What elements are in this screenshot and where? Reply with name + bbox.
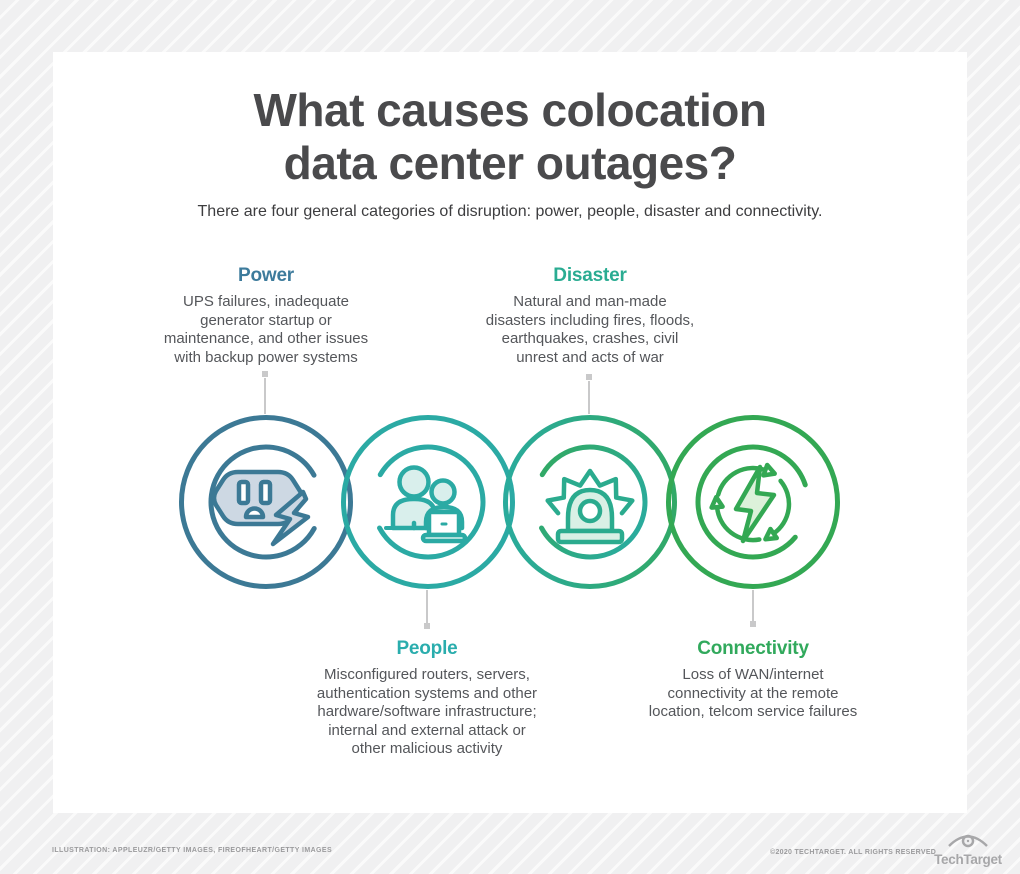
techtarget-logo: TechTarget [934,829,1002,867]
content-card [53,52,967,813]
category-heading-disaster: Disaster [553,265,627,286]
power-inner-arc [208,444,324,560]
connectivity-outer-ring [666,415,840,589]
people-outer-ring [341,415,515,589]
category-heading-people: People [396,638,458,659]
category-heading-connectivity: Connectivity [697,638,809,659]
connector-dot-connectivity [750,621,756,627]
power-outer-ring [179,415,353,589]
people-laptop-icon [384,465,468,544]
eye-icon [948,834,988,848]
page-subtitle: There are four general categories of dis… [197,203,823,220]
disaster-circle [503,415,677,589]
techtarget-wordmark: TechTarget [934,852,1002,867]
connector-line-people [426,590,428,623]
category-heading-power: Power [237,265,295,286]
siren-icon [545,468,635,545]
category-description-connectivity: Loss of WAN/internet connectivity at the… [648,666,858,720]
page-title: What causes colocation data center outag… [253,84,767,189]
category-description-disaster: Natural and man-made disasters including… [485,293,695,366]
category-description-power: UPS failures, inadequate generator start… [163,293,369,366]
people-inner-arc [370,444,486,560]
category-description-people: Misconfigured routers, servers, authenti… [316,666,538,757]
people-circle [341,415,515,589]
connectivity-inner-arc [695,444,811,560]
connectivity-circle [666,415,840,589]
disaster-inner-arc [532,444,648,560]
illustration-credit: ILLUSTRATION: APPLEUZR/GETTY IMAGES, FIR… [52,847,333,854]
connector-line-power [264,378,266,414]
connectivity-cycle-icon [709,462,792,544]
connector-line-disaster [588,381,590,414]
power-outlet-icon [211,469,311,547]
connector-dot-power [262,371,268,377]
disaster-outer-ring [503,415,677,589]
copyright-text: ©2020 TECHTARGET. ALL RIGHTS RESERVED [770,849,937,856]
power-circle [179,415,353,589]
connector-dot-people [424,623,430,629]
connector-line-connectivity [752,590,754,621]
connector-dot-disaster [586,374,592,380]
